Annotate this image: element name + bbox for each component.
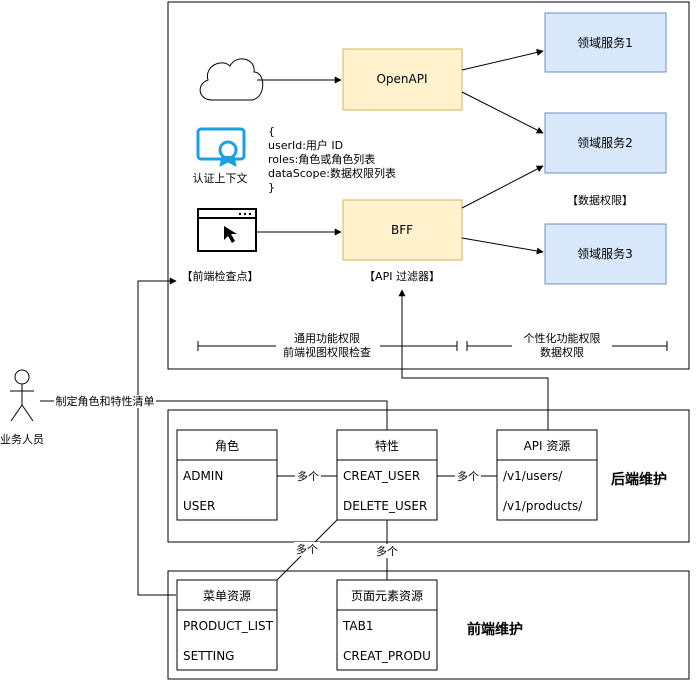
actor-edge-label: 制定角色和特性清单 [56, 394, 155, 408]
personal-scope-line [466, 330, 668, 360]
page-element-table-title: 页面元素资源 [351, 589, 423, 603]
context-line: { [268, 125, 275, 138]
many-label: 多个 [296, 542, 318, 556]
context-line: } [268, 181, 275, 194]
many-label: 多个 [297, 469, 319, 483]
data-permission-label: 【数据权限】 [567, 193, 633, 207]
bff-label: BFF [391, 223, 413, 237]
table-row: TAB1 [342, 619, 373, 633]
table-row: DELETE_USER [343, 499, 427, 513]
frontend-view-check-label: 前端视图权限检查 [283, 345, 371, 359]
domain-service-1-label: 领域服务1 [577, 35, 633, 50]
auth-context-lines: { userId:用户 ID roles:角色或角色列表 dataScope:数… [268, 125, 396, 194]
general-perm-label: 通用功能权限 [294, 331, 360, 345]
personal-perm-label: 个性化功能权限 [524, 331, 601, 345]
table-row: CREAT_PRODU [343, 649, 431, 663]
frontend-maintenance-label: 前端维护 [467, 621, 523, 638]
actor-label: 业务人员 [0, 433, 44, 446]
backend-maintenance-label: 后端维护 [611, 471, 667, 488]
bff-box [342, 199, 463, 261]
table-row: CREAT_USER [343, 469, 420, 483]
role-table-title: 角色 [215, 439, 239, 453]
context-line: roles:角色或角色列表 [268, 152, 375, 166]
arrow-menu-to-checkpoint [137, 277, 177, 596]
frontend-checkpoint-label: 【前端检查点】 [182, 269, 259, 283]
table-row: ADMIN [183, 469, 223, 483]
openapi-label: OpenAPI [376, 72, 427, 86]
domain-service-2-box [544, 112, 667, 174]
arrow-bff-d2 [461, 165, 544, 209]
table-row: PRODUCT_LIST [183, 619, 274, 633]
arrow-openapi-d1 [461, 49, 544, 71]
role-table [176, 429, 278, 521]
arrow-bff-d3 [461, 237, 544, 255]
table-row: SETTING [183, 649, 234, 663]
context-line: userId:用户 ID [268, 138, 343, 152]
domain-service-2-label: 领域服务2 [577, 135, 633, 150]
api-table-title: API 资源 [524, 439, 571, 453]
cloud-icon [199, 58, 264, 101]
domain-service-3-box [544, 223, 667, 285]
auth-context-label: 认证上下文 [193, 171, 248, 185]
page-element-table [336, 579, 438, 671]
many-label: 多个 [376, 544, 398, 558]
table-row: /v1/products/ [503, 499, 583, 513]
data-perm-label: 数据权限 [540, 345, 584, 359]
domain-service-3-label: 领域服务3 [577, 246, 633, 261]
menu-table-title: 菜单资源 [203, 589, 251, 603]
api-filter-label: 【API 过滤器】 [364, 270, 440, 283]
actor-icon [10, 369, 34, 422]
api-table [496, 429, 598, 521]
domain-service-1-box [544, 12, 667, 73]
arrow-api-to-filter [398, 289, 549, 430]
general-scope-line [197, 330, 458, 360]
context-line: dataScope:数据权限列表 [268, 166, 396, 180]
table-row: USER [183, 499, 215, 513]
many-label: 多个 [457, 469, 479, 483]
browser-icon [197, 208, 257, 252]
feature-table-title: 特性 [375, 438, 399, 453]
openapi-box [342, 48, 463, 111]
feature-table [336, 429, 438, 521]
certificate-icon [196, 127, 246, 167]
table-row: /v1/users/ [503, 469, 563, 483]
menu-table [176, 579, 278, 671]
arrow-openapi-d2 [461, 91, 544, 134]
